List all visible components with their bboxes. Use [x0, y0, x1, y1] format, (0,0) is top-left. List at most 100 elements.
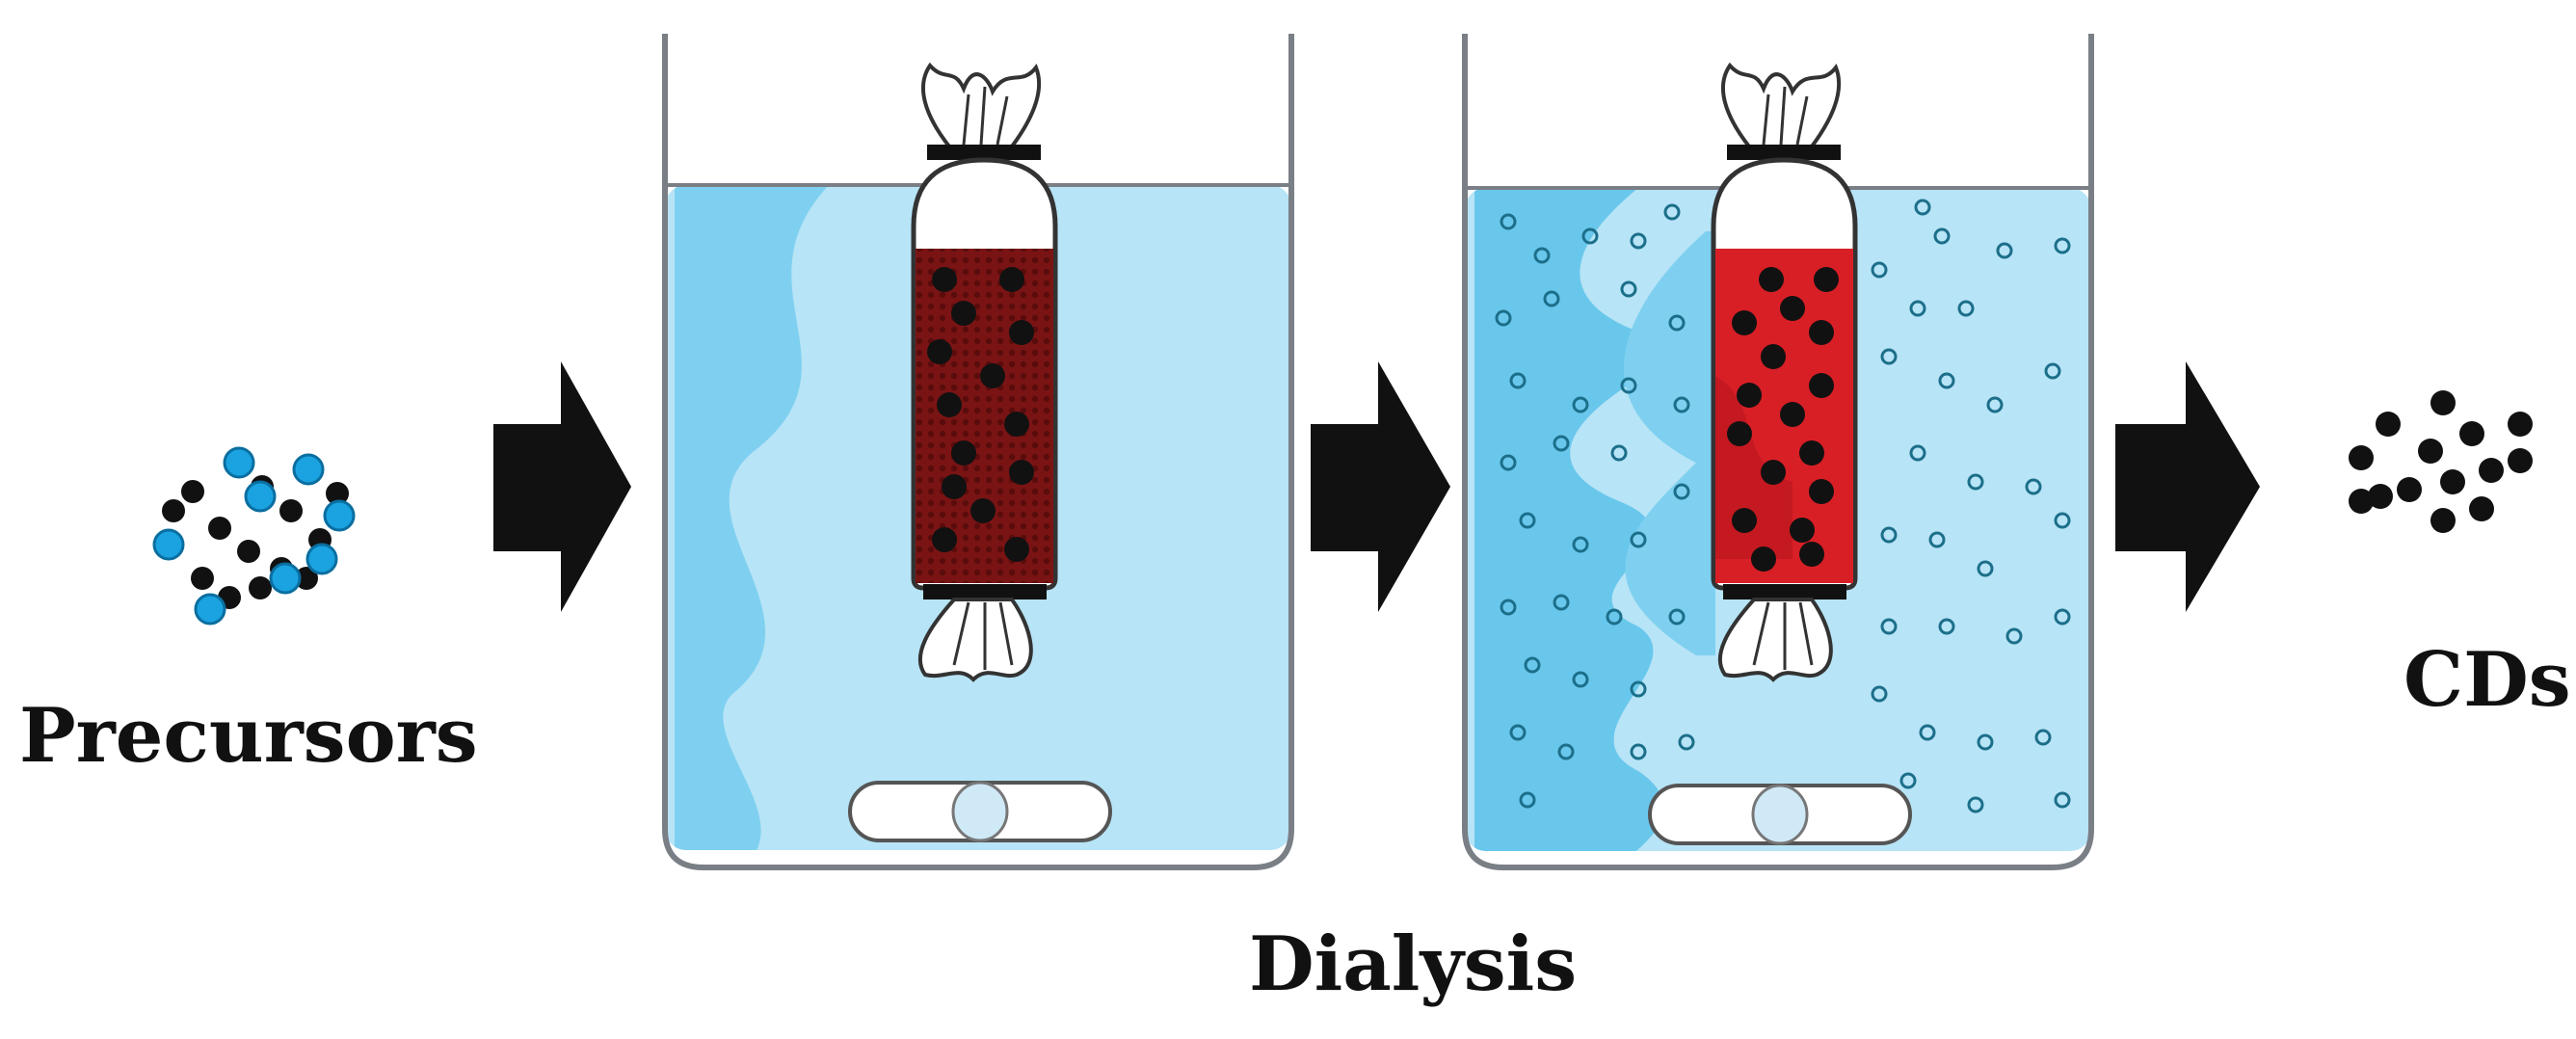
particle [1009, 320, 1034, 345]
small-molecule-ring [1524, 656, 1541, 674]
dialysis-label: Dialysis [1249, 920, 1578, 1008]
small-molecule-ring [1610, 444, 1628, 462]
beaker-icon [1462, 34, 2094, 870]
beaker-right [1462, 34, 2094, 870]
small-molecule-ring [1977, 560, 1994, 577]
particle [1004, 412, 1029, 437]
small-molecule-ring [1967, 796, 1984, 813]
cd-particle [2459, 421, 2484, 446]
cd-particle [2508, 412, 2533, 437]
precursor-particle [194, 593, 226, 626]
small-molecule-ring [2005, 627, 2023, 645]
cd-particle [2430, 390, 2456, 415]
arrow-right-icon [493, 361, 631, 612]
arrow-right-icon [2115, 361, 2260, 612]
precursor-particle [181, 480, 204, 503]
small-molecule-ring [1519, 791, 1536, 809]
precursor-particle [269, 562, 302, 595]
particle [1814, 267, 1839, 292]
particle [999, 267, 1024, 292]
small-molecule-ring [1606, 608, 1623, 626]
small-molecule-ring [1553, 594, 1570, 611]
cds-particle-cluster [2349, 390, 2533, 533]
small-molecule-ring [1928, 531, 1946, 548]
particle [1809, 479, 1834, 504]
small-molecule-ring [1630, 531, 1647, 548]
small-molecule-ring [1871, 685, 1888, 703]
precursors-label: Precursors [19, 692, 478, 780]
small-molecule-ring [1500, 213, 1517, 230]
particle [1732, 508, 1757, 533]
precursor-particle [323, 499, 356, 532]
particle [1732, 310, 1757, 335]
particle [951, 440, 976, 466]
small-molecule-ring [2025, 478, 2042, 495]
small-molecule-ring [1919, 724, 1936, 741]
precursor-particle [191, 567, 214, 590]
precursor-particle [237, 540, 260, 563]
small-molecule-ring [1630, 680, 1647, 698]
small-molecule-ring [1500, 599, 1517, 616]
cd-particle [2479, 458, 2504, 483]
small-molecule-ring [1938, 372, 1955, 389]
particle [1780, 402, 1805, 427]
small-molecule-ring [1986, 396, 2004, 413]
small-molecule-ring [1509, 724, 1527, 741]
small-molecule-ring [1533, 247, 1551, 264]
small-molecule-ring [1967, 473, 1984, 491]
precursor-particle [249, 576, 272, 599]
cd-particle [2418, 439, 2443, 464]
small-molecule-ring [1880, 526, 1898, 544]
small-molecule-ring [1519, 512, 1536, 529]
small-molecule-ring [2054, 791, 2071, 809]
small-molecule-ring [1553, 435, 1570, 452]
precursor-particle [305, 543, 338, 575]
small-molecule-ring [1880, 348, 1898, 365]
small-molecule-ring [1957, 300, 1975, 317]
small-molecule-ring [1495, 309, 1512, 327]
particle [1759, 267, 1784, 292]
small-molecule-ring [1663, 203, 1681, 221]
beaker-icon [662, 34, 1294, 870]
cds-label: CDs [2403, 636, 2571, 724]
cd-particle [2397, 477, 2422, 502]
small-molecule-ring [1933, 227, 1951, 245]
small-molecule-ring [2054, 512, 2071, 529]
small-molecule-ring [1509, 372, 1527, 389]
small-molecule-ring [1668, 314, 1686, 332]
small-molecule-ring [1977, 733, 1994, 751]
particle [1799, 542, 1824, 567]
small-molecule-ring [1581, 227, 1599, 245]
particle [970, 498, 996, 523]
small-molecule-ring [2054, 237, 2071, 254]
small-molecule-ring [1678, 733, 1695, 751]
precursor-particle [295, 567, 318, 590]
precursor-particle [152, 528, 185, 561]
small-molecule-ring [1668, 608, 1686, 626]
small-molecule-ring [1500, 454, 1517, 471]
stir-bar-icon [1648, 784, 1912, 845]
cd-particle [2368, 484, 2393, 509]
small-molecule-ring [1673, 483, 1690, 500]
precursor-particle [162, 499, 185, 522]
small-molecule-ring [1630, 232, 1647, 250]
small-molecule-ring [1572, 536, 1589, 553]
dialysis-bag-icon [1711, 62, 1858, 682]
beaker-left [662, 34, 1294, 870]
cd-particle [2349, 489, 2374, 514]
particle [951, 301, 976, 326]
small-molecule-ring [1938, 618, 1955, 635]
small-molecule-ring [1880, 618, 1898, 635]
small-molecule-ring [1914, 199, 1931, 216]
particle [1009, 460, 1034, 485]
particle [1799, 440, 1824, 466]
small-molecule-ring [1996, 242, 2013, 259]
particle [1761, 460, 1786, 485]
small-molecule-ring [1630, 743, 1647, 760]
particle [1761, 344, 1786, 369]
cd-particle [2469, 496, 2494, 521]
particle [937, 392, 962, 417]
precursor-particle [292, 453, 325, 486]
